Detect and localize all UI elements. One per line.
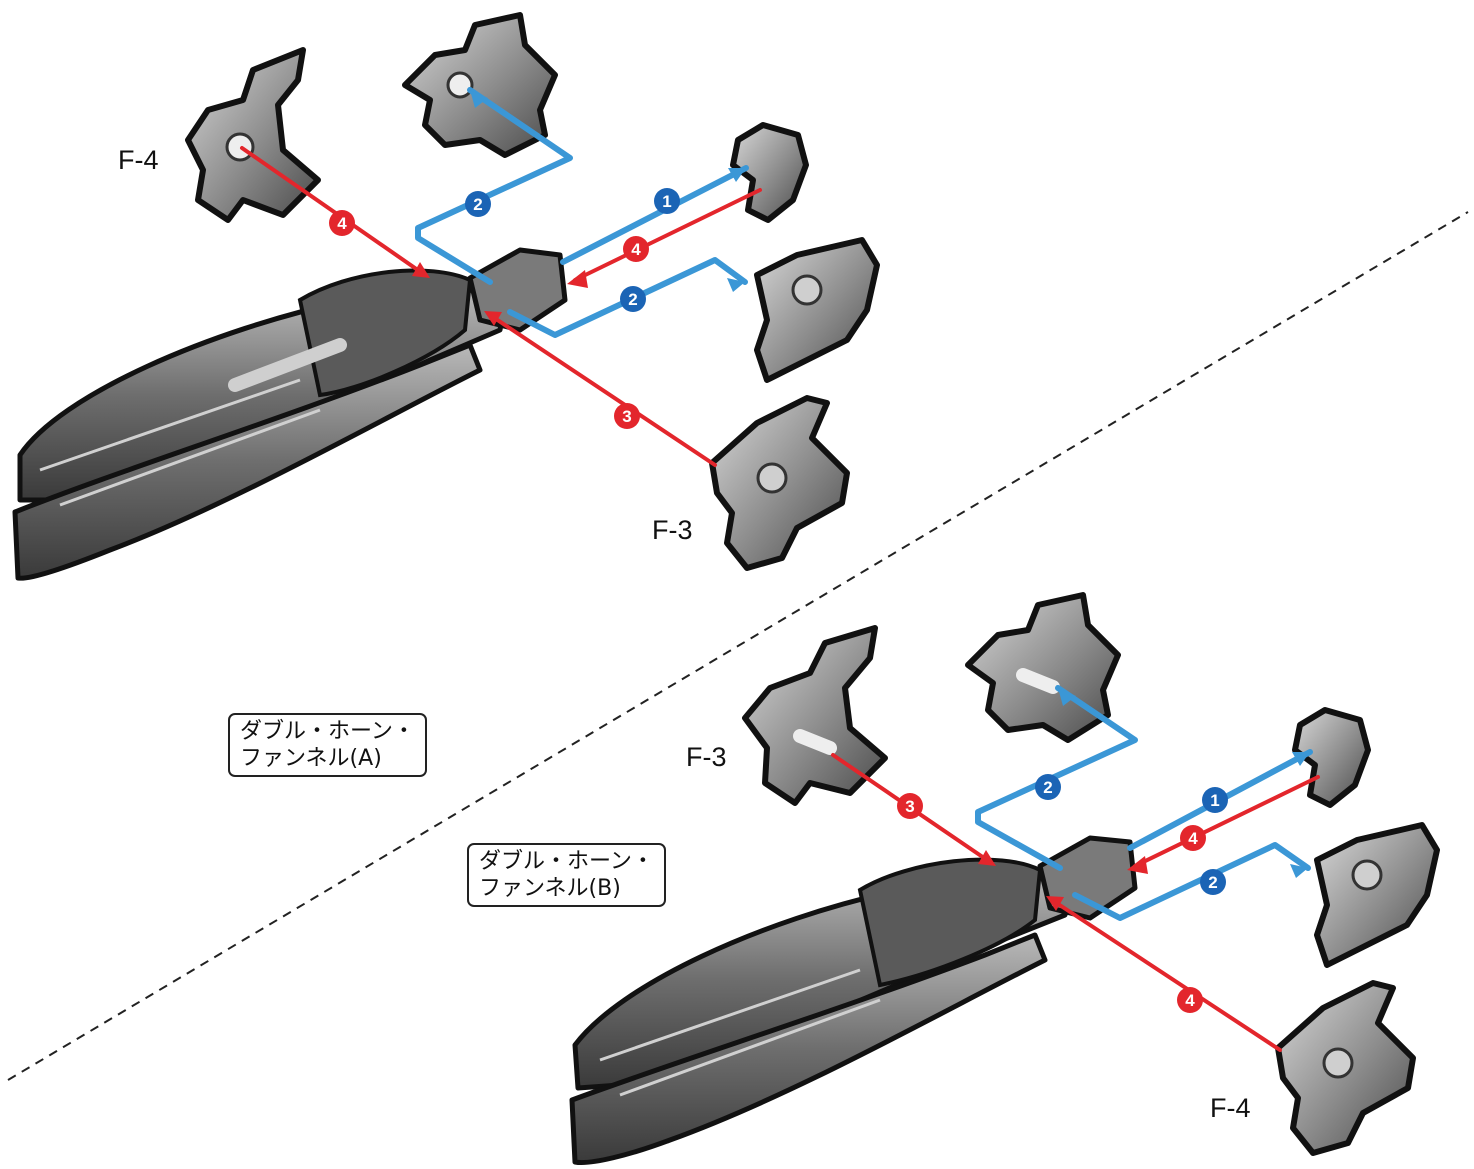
funnel-body-a [12,247,568,581]
funnel-part-icon [965,592,1121,743]
funnel-part-icon [185,47,321,223]
numbered-circle-icon: 4 [329,210,355,236]
funnel-body-b [569,835,1138,1166]
svg-text:3: 3 [622,407,631,426]
svg-text:4: 4 [631,240,641,259]
svg-text:4: 4 [1188,829,1198,848]
blue-arrow [1072,842,1311,921]
section-divider [7,211,1469,1081]
part-label-f3-b: F-3 [686,742,727,772]
svg-text:1: 1 [662,192,671,211]
title-a-line2: ファンネル(A) [240,746,382,771]
assembly-b: 1 2 2 3 4 4 [569,592,1440,1166]
red-arrow [1133,775,1320,868]
numbered-circle-icon: 2 [1035,774,1061,800]
svg-text:2: 2 [628,290,637,309]
numbered-circle-icon: 4 [1177,987,1203,1013]
blue-arrow [560,165,749,265]
part-label-f4-b: F-4 [1210,1093,1251,1123]
blue-arrow [975,685,1138,871]
funnel-part-icon [754,237,880,383]
funnel-part-icon [1275,980,1416,1156]
numbered-circle-icon: 4 [623,236,649,262]
red-arrow [240,146,427,277]
title-a-line1: ダブル・ホーン・ [240,719,415,744]
numbered-circle-icon: 1 [654,188,680,214]
red-arrow [1050,898,1282,1052]
svg-text:1: 1 [1210,791,1219,810]
funnel-part-icon [1314,822,1440,968]
funnel-part-icon [742,625,888,806]
title-b-line2: ファンネル(B) [479,876,621,901]
assembly-a: 1 2 2 3 4 4 [12,12,880,581]
svg-text:3: 3 [905,797,914,816]
numbered-circle-icon: 3 [614,403,640,429]
funnel-part-icon [709,395,850,571]
svg-text:2: 2 [1043,778,1052,797]
numbered-circle-icon: 2 [620,286,646,312]
part-label-f4-a: F-4 [118,145,159,175]
numbered-circle-icon: 1 [1202,787,1228,813]
title-b-line1: ダブル・ホーン・ [479,849,654,874]
numbered-circle-icon: 2 [1200,869,1226,895]
title-box-b: ダブル・ホーン・ ファンネル(B) [467,843,666,907]
part-label-f3-a: F-3 [652,515,693,545]
red-arrow [488,313,717,467]
blue-arrow [415,87,573,285]
svg-text:4: 4 [1185,991,1195,1010]
red-arrow [573,188,762,282]
numbered-circle-icon: 4 [1180,825,1206,851]
svg-text:2: 2 [473,195,482,214]
numbered-circle-icon: 2 [465,191,491,217]
funnel-part-icon [730,122,809,223]
numbered-circle-icon: 3 [897,793,923,819]
svg-text:2: 2 [1208,873,1217,892]
title-box-a: ダブル・ホーン・ ファンネル(A) [228,713,427,777]
svg-text:4: 4 [337,214,347,233]
